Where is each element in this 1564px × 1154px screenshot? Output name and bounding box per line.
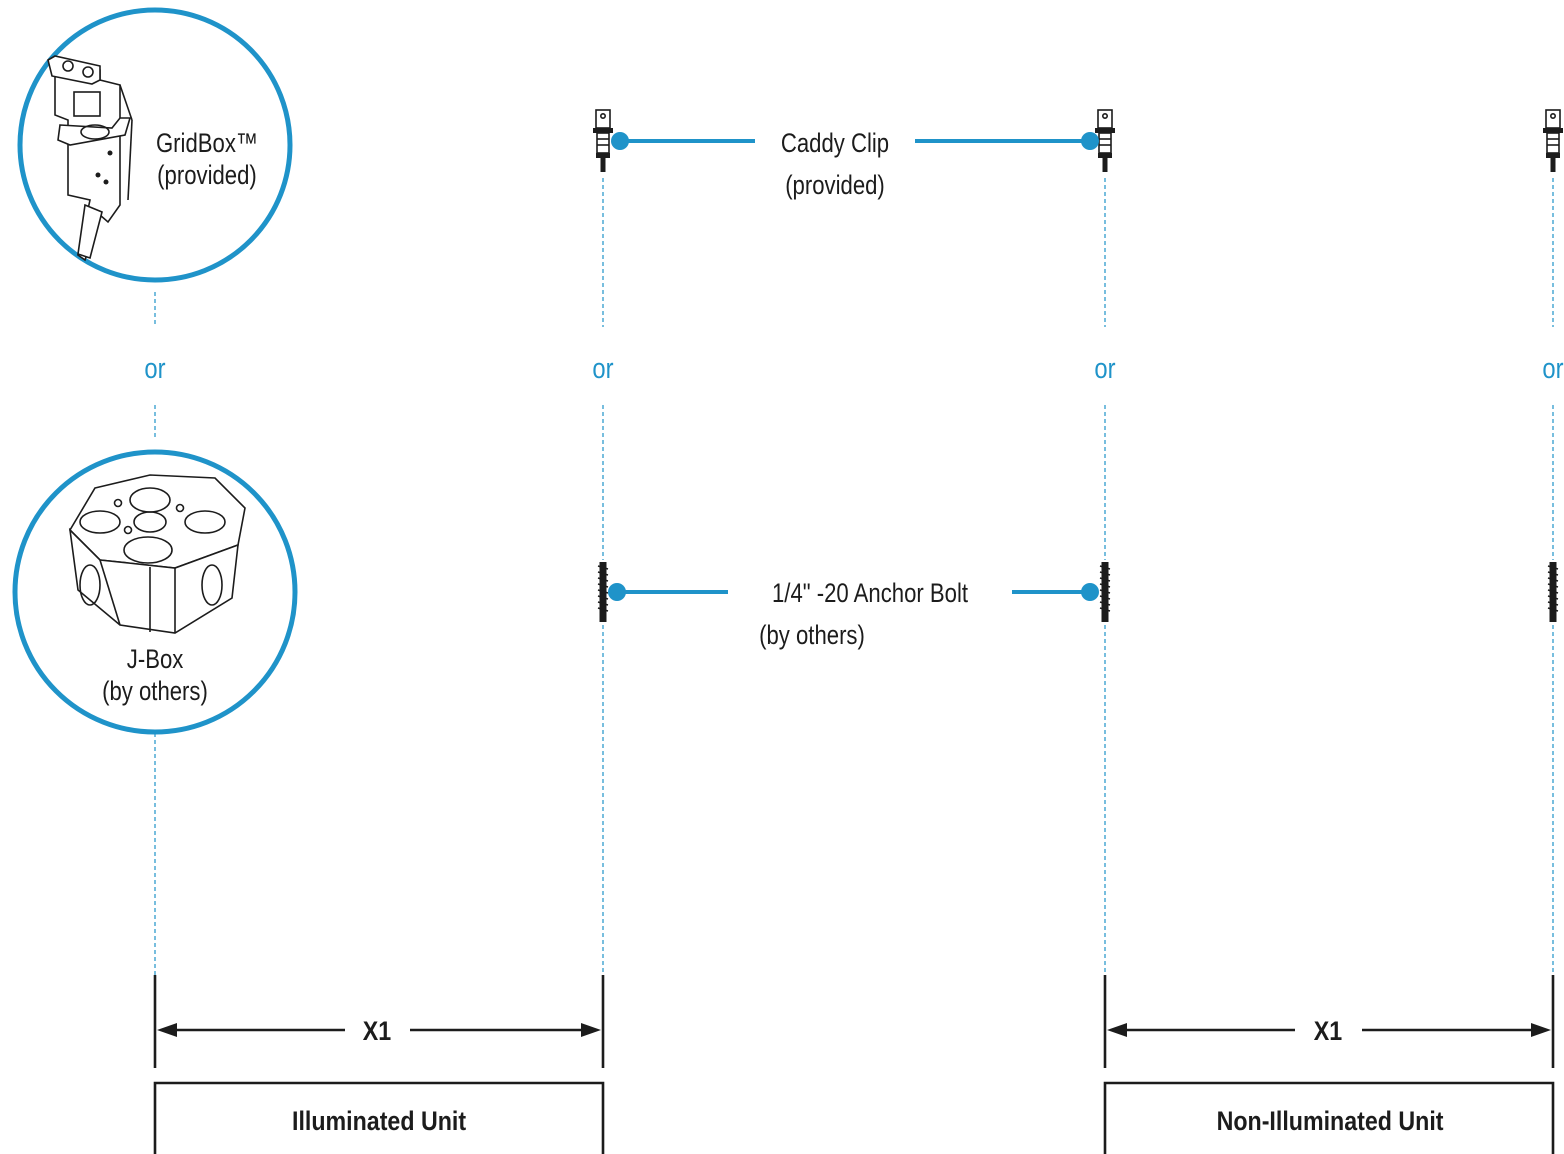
or-label: or (1094, 352, 1115, 385)
anchor-bolt-icon (597, 561, 609, 623)
non-illuminated-unit-box: Non-Illuminated Unit (1103, 1081, 1555, 1154)
anchor-bolt-callout: 1/4" -20 Anchor Bolt (by others) (608, 579, 1099, 651)
or-label: or (592, 352, 613, 385)
gridbox-callout: GridBox™ (provided) (17, 7, 293, 283)
gridbox-bracket-icon (47, 55, 133, 262)
guide-lines (154, 178, 1554, 975)
dimension-x1-right: X1 (1103, 975, 1555, 1068)
jbox-callout: J-Box (by others) (12, 449, 298, 735)
anchor-bolt-icon (1547, 561, 1559, 623)
or-label: or (144, 352, 165, 385)
jbox-sublabel: (by others) (102, 677, 208, 707)
anchor-bolt-label: 1/4" -20 Anchor Bolt (772, 579, 968, 609)
unit-label: Illuminated Unit (292, 1106, 467, 1136)
caddy-clip-label: Caddy Clip (781, 129, 889, 159)
caddy-clip-callout: Caddy Clip (provided) (611, 129, 1099, 201)
or-label: or (1542, 352, 1563, 385)
dimension-label: X1 (363, 1016, 391, 1046)
jbox-label: J-Box (127, 645, 184, 675)
gridbox-sublabel: (provided) (157, 161, 257, 191)
anchor-bolt-icon (1099, 561, 1111, 623)
dimension-x1-left: X1 (153, 975, 605, 1068)
anchor-bolt-sublabel: (by others) (759, 621, 865, 651)
dimension-label: X1 (1314, 1016, 1342, 1046)
unit-label: Non-Illuminated Unit (1217, 1106, 1445, 1136)
gridbox-label: GridBox™ (156, 129, 258, 159)
caddy-clip-sublabel: (provided) (785, 171, 885, 201)
junction-box-icon (68, 474, 246, 634)
caddy-clip-icon (1542, 109, 1564, 173)
caddy-clip-icon (592, 109, 614, 173)
illuminated-unit-box: Illuminated Unit (153, 1081, 605, 1154)
